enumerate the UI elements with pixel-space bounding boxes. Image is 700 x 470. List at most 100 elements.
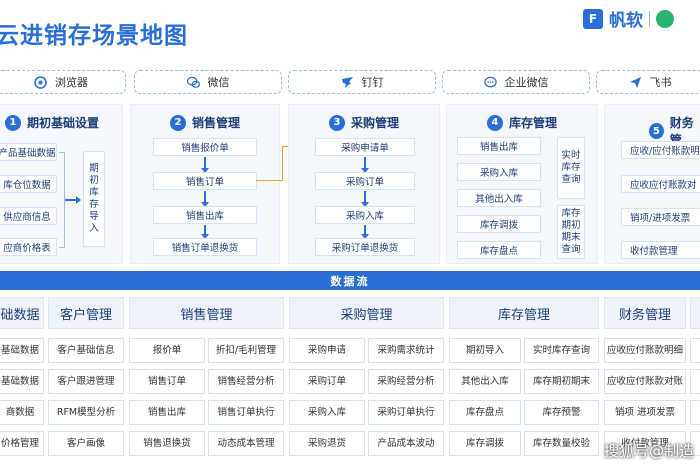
category-header[interactable]: 财务管理 xyxy=(604,297,686,329)
module-cell[interactable]: 应收应付账款明细 xyxy=(604,338,686,363)
module-cell[interactable]: 库存期初期末 xyxy=(524,369,599,394)
arrow-right xyxy=(65,196,81,204)
panel-initial-setup: 1 期初基础设置 产品基础数据 库仓位数据 供应商信息 应商价格表 期初库存导入 xyxy=(0,104,123,264)
brand-divider xyxy=(649,10,650,27)
channel-label: 浏览器 xyxy=(55,76,88,89)
panel-side-item[interactable]: 库存期初期末查询 xyxy=(557,205,585,259)
module-cell[interactable]: 基础数据 xyxy=(0,338,44,363)
panel-title: 期初基础设置 xyxy=(27,116,100,130)
module-cell[interactable]: 销售订单执行 xyxy=(208,400,284,425)
panel-item[interactable]: 供应商信息 xyxy=(0,207,57,225)
category-header-overflow xyxy=(690,297,700,329)
panel-item[interactable]: 采购申请单 xyxy=(315,138,415,156)
module-cell[interactable]: 库存数量校验 xyxy=(524,431,599,456)
module-cell[interactable]: 实时库存查询 xyxy=(524,338,599,363)
channel-feishu[interactable]: 飞书 xyxy=(596,70,700,94)
panel-item[interactable]: 销售报价单 xyxy=(153,138,257,156)
panel-item[interactable]: 应商价格表 xyxy=(0,238,57,256)
panel-item[interactable]: 销售出库 xyxy=(457,137,541,155)
module-cell[interactable]: 客户跟进管理 xyxy=(48,369,124,394)
module-cell[interactable]: 销售经营分析 xyxy=(208,369,284,394)
panel-header: 4 库存管理 xyxy=(447,114,597,131)
panel-item[interactable]: 库仓位数据 xyxy=(0,175,57,193)
module-cell[interactable]: 价格管理 xyxy=(0,431,44,456)
module-cell[interactable]: 基础数据 xyxy=(0,369,44,394)
wecom-icon xyxy=(483,76,497,89)
channel-label: 飞书 xyxy=(649,76,672,89)
module-cell[interactable]: 期初导入 xyxy=(449,338,521,363)
module-cell[interactable]: 销项 进项发票 xyxy=(604,400,686,425)
panel-item[interactable]: 采购订单退换货 xyxy=(315,238,415,256)
panel-header: 2 销售管理 xyxy=(131,114,279,131)
module-cell[interactable]: 其他出入库 xyxy=(449,369,521,394)
step-number: 2 xyxy=(169,114,186,131)
panel-item[interactable]: 其他出入库 xyxy=(457,189,541,207)
scenario-panels: 1 期初基础设置 产品基础数据 库仓位数据 供应商信息 应商价格表 期初库存导入… xyxy=(0,104,700,264)
panel-side-item[interactable]: 期初库存导入 xyxy=(83,151,105,247)
panel-item[interactable]: 采购订单 xyxy=(315,172,415,190)
panel-item[interactable]: 应收应付账款对 xyxy=(621,175,700,193)
panel-item[interactable]: 收付款管理 xyxy=(621,241,700,259)
panel-item[interactable]: 应收/应付账款明 xyxy=(621,141,700,159)
channel-dingtalk[interactable]: 钉钉 xyxy=(288,70,436,94)
channel-wecom[interactable]: 企业微信 xyxy=(442,70,590,94)
category-header[interactable]: 销售管理 xyxy=(129,297,284,329)
module-cell[interactable]: 采购经营分析 xyxy=(368,369,444,394)
panel-item[interactable]: 库存调拨 xyxy=(457,215,541,233)
step-number: 5 xyxy=(649,123,664,139)
module-cell[interactable]: 库存盘点 xyxy=(449,400,521,425)
category-header[interactable]: 客户管理 xyxy=(48,297,124,329)
arrow-down xyxy=(361,157,369,173)
panel-header: 1 期初基础设置 xyxy=(0,114,122,131)
module-cell[interactable]: 动态成本管理 xyxy=(208,431,284,456)
panel-item[interactable]: 销售出库 xyxy=(153,206,257,224)
panel-item[interactable]: 采购入库 xyxy=(457,163,541,181)
channel-label: 钉钉 xyxy=(361,76,384,89)
module-cell[interactable]: 客户基础信息 xyxy=(48,338,124,363)
panel-item[interactable]: 销售订单退换货 xyxy=(153,238,257,256)
cross-panel-connector xyxy=(256,180,282,181)
module-cell[interactable]: 销售出库 xyxy=(129,400,205,425)
module-cell[interactable]: 报价单 xyxy=(129,338,205,363)
module-cell-overflow xyxy=(690,431,700,456)
module-cell[interactable]: 采购申请 xyxy=(289,338,365,363)
module-cell[interactable]: 采购入库 xyxy=(289,400,365,425)
panel-item[interactable]: 库存盘点 xyxy=(457,241,541,259)
panel-title: 销售管理 xyxy=(191,116,240,130)
module-cell[interactable]: 库存预警 xyxy=(524,400,599,425)
panel-item[interactable]: 采购入库 xyxy=(315,206,415,224)
module-cell[interactable]: 产品成本波动 xyxy=(368,431,444,456)
panel-side-item[interactable]: 实时库存查询 xyxy=(557,137,585,199)
arrow-down xyxy=(201,225,209,239)
bracket-connector xyxy=(59,152,65,248)
page-title: 云进销存场景地图 xyxy=(0,23,188,49)
category-header[interactable]: 采购管理 xyxy=(289,297,444,329)
panel-item[interactable]: 产品基础数据 xyxy=(0,143,57,161)
panel-item[interactable]: 销项/进项发票 xyxy=(621,208,700,226)
module-grid: 础数据 客户管理 销售管理 采购管理 库存管理 财务管理 基础数据客户基础信息报… xyxy=(0,297,700,470)
panel-header: 3 采购管理 xyxy=(289,114,439,131)
module-cell[interactable]: 采购订单 xyxy=(289,369,365,394)
module-cell[interactable]: 采购订单执行 xyxy=(368,400,444,425)
module-cell[interactable]: RFM模型分析 xyxy=(48,400,124,425)
module-cell[interactable]: 折扣/毛利管理 xyxy=(208,338,284,363)
module-cell[interactable]: 商数据 xyxy=(0,400,44,425)
category-header[interactable]: 础数据 xyxy=(0,297,44,329)
category-header[interactable]: 库存管理 xyxy=(449,297,599,329)
panel-title: 采购管理 xyxy=(350,116,399,130)
channel-wechat[interactable]: 微信 xyxy=(134,70,282,94)
header: 云进销存场景地图 F 帆软 xyxy=(0,0,700,60)
module-cell[interactable]: 销售订单 xyxy=(129,369,205,394)
module-cell[interactable]: 采购需求统计 xyxy=(368,338,444,363)
dingtalk-icon xyxy=(341,76,354,89)
module-cell[interactable]: 采购退货 xyxy=(289,431,365,456)
module-cell[interactable]: 库存调拨 xyxy=(449,431,521,456)
panel-finance: 5 财务管 应收/应付账款明 应收应付账款对 销项/进项发票 收付款管理 xyxy=(604,104,700,264)
panel-item[interactable]: 销售订单 xyxy=(153,172,257,190)
channel-browser[interactable]: 浏览器 xyxy=(0,70,126,94)
module-cell[interactable]: 应收应付账款对账 xyxy=(604,369,686,394)
module-cell[interactable]: 收付款管理 xyxy=(604,431,686,456)
brand: F 帆软 xyxy=(583,6,674,31)
module-cell[interactable]: 销售退换货 xyxy=(129,431,205,456)
module-cell[interactable]: 客户画像 xyxy=(48,431,124,456)
